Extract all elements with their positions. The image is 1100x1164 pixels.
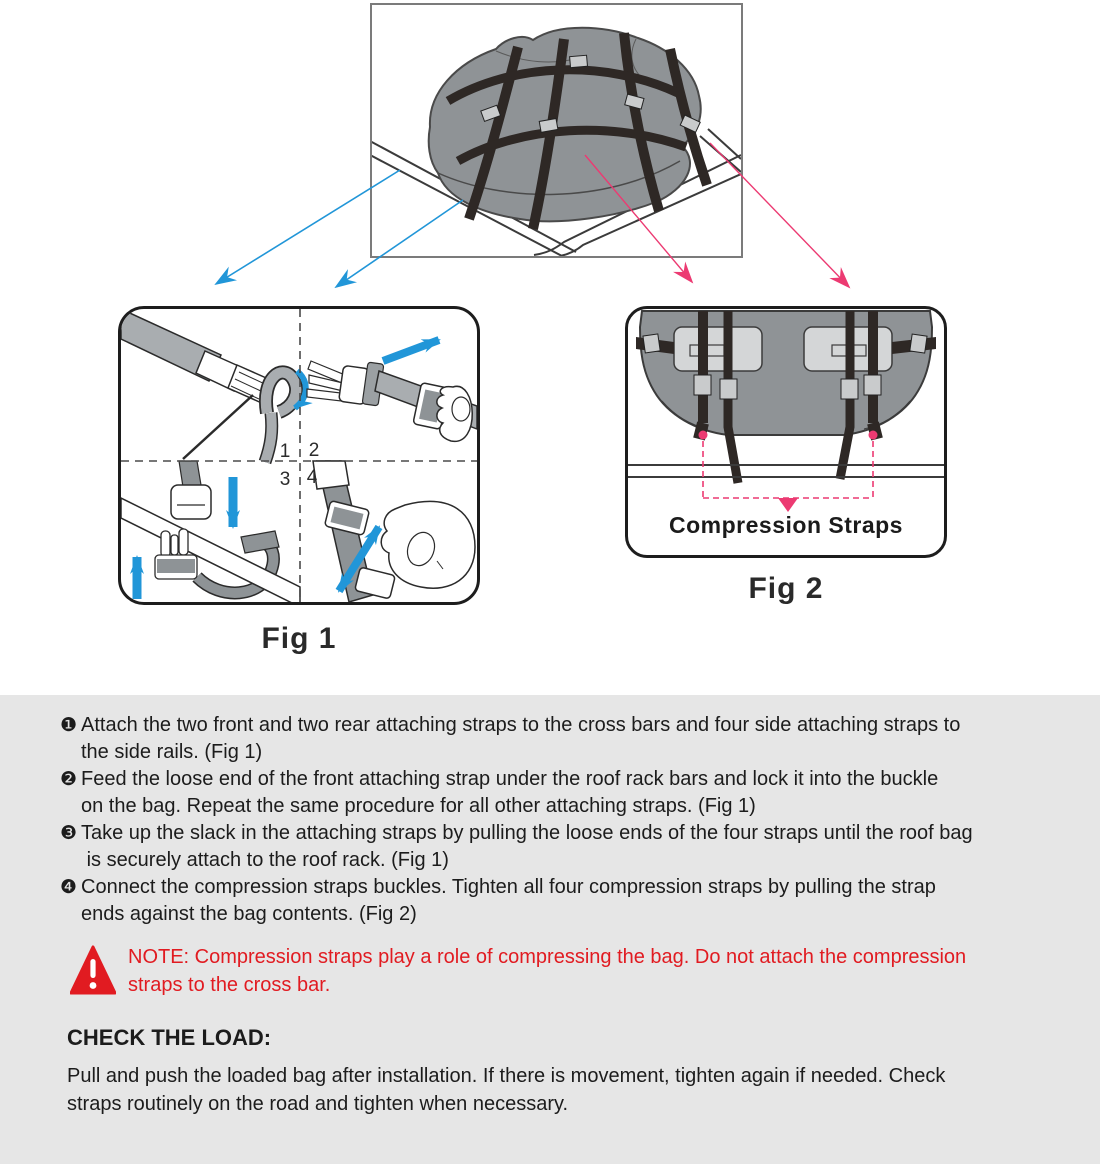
fig1-quadrant-2 (306, 336, 477, 442)
fig1-divider-cross (121, 309, 477, 602)
step-3-bullet: ❸ (60, 822, 78, 844)
check-line-1: Pull and push the loaded bag after insta… (67, 1065, 946, 1087)
fig2-panel: Compression Straps (625, 306, 947, 558)
step-4-line-1: Connect the compression straps buckles. … (81, 876, 936, 898)
check-the-load-heading: CHECK THE LOAD: (67, 1025, 272, 1050)
instruction-step-2: ❷ Feed the loose end of the front attach… (60, 766, 1050, 820)
step-1-line-1: Attach the two front and two rear attach… (81, 714, 961, 736)
overview-illustration-box (370, 3, 743, 258)
fig1-quadrant-numbers: 1 2 3 4 (280, 440, 320, 490)
instruction-step-4: ❹ Connect the compression straps buckles… (60, 874, 1050, 928)
fig1-quadrant-4 (312, 460, 476, 602)
quadrant-number-4: 4 (307, 467, 318, 488)
step-1-bullet: ❶ (60, 714, 78, 736)
fig1-quadrant-1 (121, 309, 313, 465)
fig1-quadrant-3 (121, 460, 301, 602)
instruction-step-3: ❸ Take up the slack in the attaching str… (60, 820, 1050, 874)
step-2-bullet: ❷ (60, 768, 78, 790)
note-line-2: straps to the cross bar. (128, 974, 331, 996)
instruction-step-1: ❶ Attach the two front and two rear atta… (60, 712, 1050, 766)
warning-icon (69, 945, 117, 1003)
check-the-load-paragraph: Pull and push the loaded bag after insta… (67, 1062, 1050, 1118)
compression-strap-callout (698, 430, 878, 512)
step-2-line-2: on the bag. Repeat the same procedure fo… (81, 795, 756, 817)
quadrant-number-3: 3 (280, 469, 291, 490)
instruction-panel: ❶ Attach the two front and two rear atta… (0, 695, 1100, 1164)
pink-pointer-icon (778, 498, 798, 512)
note-block: NOTE: Compression straps play a role of … (63, 943, 1050, 1003)
compression-straps-caption: Compression Straps (669, 512, 903, 538)
step-1-line-2: the side rails. (Fig 1) (81, 741, 263, 763)
check-line-2: straps routinely on the road and tighten… (67, 1093, 569, 1115)
step-3-line-2: is securely attach to the roof rack. (Fi… (81, 849, 449, 871)
quadrant-number-1: 1 (280, 441, 291, 462)
roof-bag-on-rack-illustration (372, 26, 741, 256)
fig2-label: Fig 2 (748, 572, 824, 605)
step-3-line-1: Take up the slack in the attaching strap… (81, 822, 973, 844)
note-line-1: NOTE: Compression straps play a role of … (128, 946, 967, 968)
fig2-compression-straps-illustration (628, 310, 944, 512)
fig1-buckle-steps-illustration: 1 2 3 4 (121, 309, 477, 602)
quadrant-number-2: 2 (309, 440, 320, 461)
fig1-label: Fig 1 (261, 622, 337, 655)
fig1-panel: 1 2 3 4 (118, 306, 480, 605)
step-4-line-2: ends against the bag contents. (Fig 2) (81, 903, 417, 925)
step-2-line-1: Feed the loose end of the front attachin… (81, 768, 939, 790)
note-text: NOTE: Compression straps play a role of … (128, 943, 966, 999)
step-4-bullet: ❹ (60, 876, 78, 898)
